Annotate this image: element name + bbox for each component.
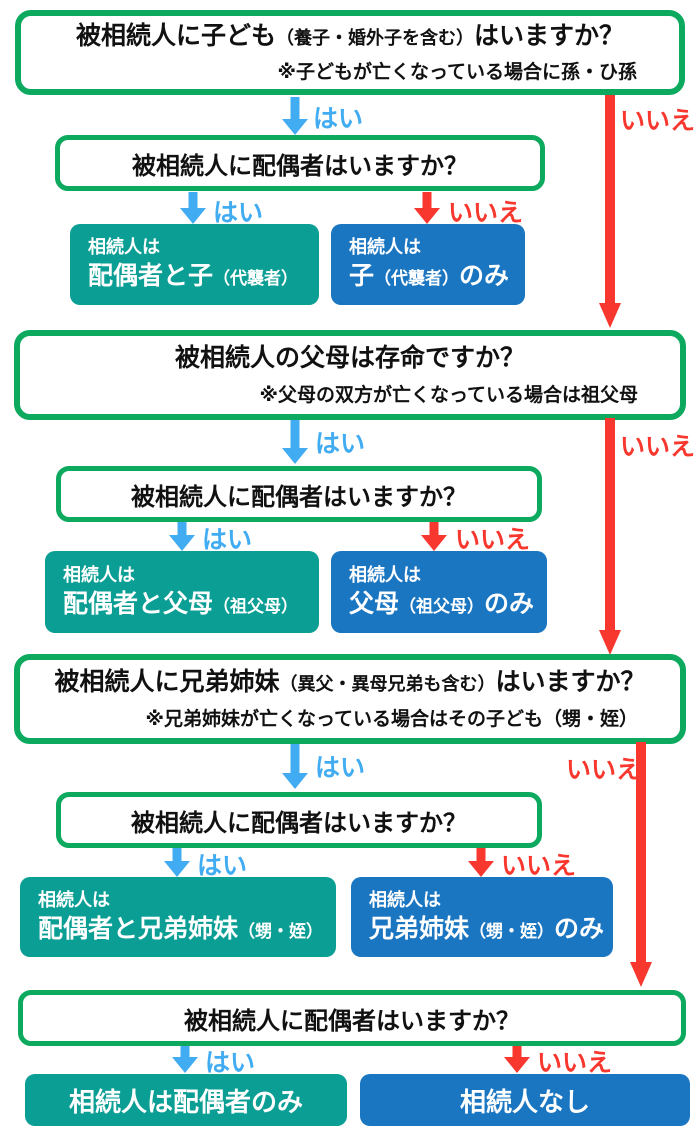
answer-paren: （甥・姪） [238, 921, 324, 941]
question-parents-alive: 被相続人の父母は存命ですか？ ※父母の双方が亡くなっている場合は祖父母 [14, 330, 686, 420]
answer-main: 配偶者と父母 [63, 589, 214, 618]
answer-text: 相続人は配偶者のみ [68, 1086, 303, 1117]
no-arrow [420, 522, 448, 551]
question-has-spouse: 被相続人に配偶者はいますか？ [18, 990, 686, 1046]
answer-paren: （祖父母） [399, 596, 485, 616]
question-has-siblings-note: ※兄弟姉妹が亡くなっている場合はその子ども（甥・姪） [145, 708, 638, 730]
answer-main: 配偶者と子 [88, 262, 214, 291]
no-label: いいえ [501, 852, 577, 880]
yes-arrow [171, 1046, 199, 1073]
no-arrowhead-icon [630, 962, 652, 987]
yes-arrow [163, 848, 191, 877]
no-label: いいえ [566, 756, 642, 784]
question-has-spouse-title: 被相続人に配偶者はいますか？ [132, 152, 468, 180]
question-has-spouse-title: 被相続人に配偶者はいますか？ [131, 483, 467, 511]
answer-paren: （祖父母） [213, 596, 299, 616]
answer-spouse-and-children: 相続人は 配偶者と子（代襲者） [70, 224, 319, 305]
yes-arrow [168, 522, 196, 551]
answer-main: 子 [349, 262, 375, 291]
answer-main: 父母 [349, 589, 400, 618]
answer-spouse-and-parents: 相続人は 配偶者と父母（祖父母） [45, 551, 319, 633]
no-label: いいえ [620, 433, 696, 461]
yes-label: はい [213, 199, 264, 227]
question-text: 被相続人に兄弟姉妹 [54, 668, 280, 697]
question-has-siblings: 被相続人に兄弟姉妹（異父・異母兄弟も含む）はいますか？ ※兄弟姉妹が亡くなってい… [14, 654, 686, 744]
answer-main: 配偶者と兄弟姉妹 [38, 914, 239, 943]
answer-intro: 相続人は [38, 889, 110, 910]
answer-paren: （代襲者） [374, 269, 460, 289]
no-arrow [467, 848, 495, 877]
no-line [605, 95, 615, 303]
question-text: 被相続人の父母は存命ですか？ [174, 344, 525, 373]
question-has-spouse: 被相続人に配偶者はいますか？ [55, 135, 545, 191]
answer-no-heir: 相続人なし [360, 1074, 690, 1126]
answer-parents-only: 相続人は 父母（祖父母）のみ [331, 551, 547, 633]
answer-siblings-only: 相続人は 兄弟姉妹（甥・姪）のみ [351, 877, 613, 957]
answer-intro: 相続人は [349, 564, 421, 585]
no-label: いいえ [537, 1049, 613, 1077]
answer-spouse-and-siblings: 相続人は 配偶者と兄弟姉妹（甥・姪） [20, 877, 336, 957]
yes-arrow [281, 97, 309, 135]
no-line [636, 742, 646, 962]
no-line [605, 418, 615, 630]
no-arrowhead-icon [599, 303, 621, 328]
yes-label: はい [315, 754, 366, 782]
question-text: はいますか？ [495, 668, 646, 697]
question-has-siblings-title: 被相続人に兄弟姉妹（異父・異母兄弟も含む）はいますか？ [20, 667, 680, 698]
yes-label: はい [313, 105, 364, 133]
yes-label: はい [197, 852, 248, 880]
no-label: いいえ [620, 107, 696, 135]
no-arrow [413, 192, 441, 224]
answer-intro: 相続人は [88, 237, 160, 258]
question-has-spouse-title: 被相続人に配偶者はいますか？ [184, 1007, 520, 1035]
answer-text: 相続人なし [459, 1086, 590, 1117]
question-has-spouse: 被相続人に配偶者はいますか？ [56, 792, 542, 848]
no-label: いいえ [448, 199, 524, 227]
answer-main: 兄弟姉妹 [369, 914, 470, 943]
no-arrowhead-icon [599, 630, 621, 655]
question-text-paren: （養子・婚外子を含む） [276, 27, 474, 48]
answer-intro: 相続人は [349, 237, 421, 258]
yes-arrow [281, 420, 309, 464]
question-text: はいますか？ [474, 21, 625, 50]
question-text: 被相続人に子ども [75, 21, 276, 50]
question-has-children-title: 被相続人に子ども（養子・婚外子を含む）はいますか？ [21, 21, 679, 52]
no-arrow [503, 1046, 531, 1073]
question-parents-alive-title: 被相続人の父母は存命ですか？ [20, 343, 680, 374]
question-has-spouse-title: 被相続人に配偶者はいますか？ [131, 809, 467, 837]
answer-suffix: のみ [484, 589, 535, 618]
no-label: いいえ [455, 526, 531, 554]
question-parents-alive-note: ※父母の双方が亡くなっている場合は祖父母 [259, 384, 638, 406]
answer-paren: （甥・姪） [469, 921, 555, 941]
question-text-paren: （異父・異母兄弟も含む） [279, 674, 496, 695]
yes-arrow [179, 192, 207, 224]
question-has-spouse: 被相続人に配偶者はいますか？ [56, 466, 542, 522]
yes-arrow [281, 744, 309, 789]
yes-label: はい [315, 430, 366, 458]
question-has-children-note: ※子どもが亡くなっている場合に孫・ひ孫 [277, 62, 637, 84]
answer-paren: （代襲者） [213, 269, 299, 289]
yes-label: はい [205, 1049, 256, 1077]
answer-intro: 相続人は [369, 889, 441, 910]
answer-children-only: 相続人は 子（代襲者）のみ [331, 224, 525, 305]
answer-suffix: のみ [554, 914, 605, 943]
yes-label: はい [202, 526, 253, 554]
question-has-children: 被相続人に子ども（養子・婚外子を含む）はいますか？ ※子どもが亡くなっている場合… [15, 10, 685, 95]
answer-spouse-only: 相続人は配偶者のみ [25, 1074, 347, 1126]
answer-suffix: のみ [459, 262, 510, 291]
answer-intro: 相続人は [63, 564, 135, 585]
